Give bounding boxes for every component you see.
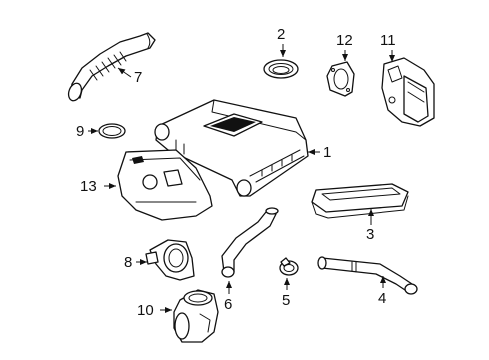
svg-text:2: 2 xyxy=(277,26,285,43)
svg-text:13: 13 xyxy=(80,178,97,195)
part-4-breather-hose[interactable] xyxy=(317,256,418,295)
callout-10: 10 xyxy=(137,302,172,319)
callout-4: 4 xyxy=(378,276,386,307)
part-2-seal[interactable] xyxy=(263,59,299,79)
svg-text:11: 11 xyxy=(380,32,396,49)
part-10-intake-elbow[interactable] xyxy=(173,289,219,343)
callout-3: 3 xyxy=(366,209,374,243)
callout-13: 13 xyxy=(80,178,116,195)
callout-1: 1 xyxy=(308,144,331,161)
callout-7: 7 xyxy=(117,67,142,86)
svg-text:12: 12 xyxy=(336,32,353,49)
part-1-air-cleaner-housing[interactable] xyxy=(154,99,309,197)
part-9-clamp[interactable] xyxy=(98,123,126,139)
part-12-gasket[interactable] xyxy=(326,61,355,97)
part-8-maf-sensor[interactable] xyxy=(145,239,195,281)
part-7-intake-duct[interactable] xyxy=(66,32,156,103)
part-6-air-hose[interactable] xyxy=(221,207,279,278)
svg-text:3: 3 xyxy=(366,226,374,243)
svg-text:5: 5 xyxy=(282,292,290,309)
callout-11: 11 xyxy=(380,32,396,62)
callout-5: 5 xyxy=(282,278,290,309)
svg-text:7: 7 xyxy=(134,69,142,86)
callout-2: 2 xyxy=(277,26,286,57)
svg-text:8: 8 xyxy=(124,254,132,271)
svg-text:1: 1 xyxy=(323,144,331,161)
part-3-air-filter[interactable] xyxy=(311,183,409,219)
callout-8: 8 xyxy=(124,254,147,271)
part-5-hose-clamp[interactable] xyxy=(279,257,299,276)
svg-text:6: 6 xyxy=(224,296,232,313)
part-13-engine-cover[interactable] xyxy=(117,149,213,221)
svg-text:4: 4 xyxy=(378,290,386,307)
svg-text:9: 9 xyxy=(76,123,84,140)
svg-text:10: 10 xyxy=(137,302,154,319)
callout-9: 9 xyxy=(76,123,98,140)
callout-6: 6 xyxy=(224,281,232,313)
callout-12: 12 xyxy=(336,32,353,61)
part-11-throttle-housing[interactable] xyxy=(381,57,435,127)
